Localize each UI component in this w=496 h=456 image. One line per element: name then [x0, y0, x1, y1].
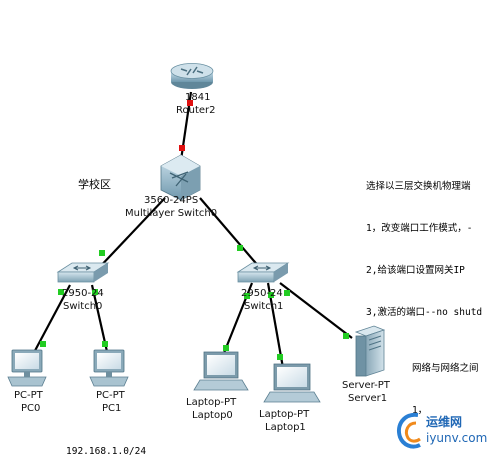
- network-notes: 网络与网络之间 1，: [412, 334, 479, 432]
- network-note-line: 1，: [412, 405, 428, 416]
- port-up-indicator: [92, 289, 98, 295]
- link-switch1-server1: [279, 282, 353, 339]
- port-up-indicator: [343, 333, 349, 339]
- config-note-line: 2,给该端口设置网关IP: [366, 265, 465, 276]
- link-mls-switch1: [199, 197, 261, 269]
- watermark-logo-icon: [397, 412, 421, 449]
- links: [29, 91, 353, 369]
- port-up-indicator: [284, 290, 290, 296]
- server1-icon[interactable]: [354, 325, 386, 377]
- port-up-indicator: [58, 289, 64, 295]
- multilayer-switch-icon[interactable]: [160, 154, 201, 201]
- port-down-indicator: [179, 145, 185, 151]
- pc1-name-label: PC1: [102, 403, 121, 414]
- network-note-line: 网络与网络之间: [412, 363, 479, 374]
- device-labels: 1841 Router2 3560-24PS Multilayer Switch…: [14, 92, 391, 433]
- laptop1-model-label: Laptop-PT: [259, 409, 310, 420]
- port-up-indicator: [277, 354, 283, 360]
- port-up-indicator: [40, 341, 46, 347]
- laptop0-model-label: Laptop-PT: [186, 397, 237, 408]
- port-down-indicator: [187, 100, 193, 106]
- config-note-line: 3,激活的端口--no shutd: [366, 307, 483, 318]
- watermark: 运维网 iyunv.com: [392, 405, 496, 453]
- zone-label: 学校区: [78, 178, 111, 191]
- router-name-label: Router2: [176, 105, 216, 116]
- switch0-model-label: 2950-24: [62, 288, 104, 299]
- link-switch0-pc0: [29, 284, 71, 361]
- server1-model-label: Server-PT: [342, 380, 391, 391]
- laptop0-name-label: Laptop0: [192, 410, 233, 421]
- pc1-model-label: PC-PT: [96, 390, 126, 401]
- server1-name-label: Server1: [348, 393, 387, 404]
- port-up-indicator: [99, 250, 105, 256]
- switch1-icon[interactable]: [236, 262, 290, 283]
- mls-model-label: 3560-24PS: [144, 195, 198, 206]
- config-notes: 选择以三层交换机物理端 1，改变端口工作模式，- 2,给该端口设置网关IP 3,…: [366, 152, 482, 334]
- subnet-label: 192.168.1.0/24: [66, 446, 147, 456]
- switch0-icon[interactable]: [56, 262, 110, 283]
- port-indicators: [40, 100, 349, 360]
- laptop1-name-label: Laptop1: [265, 422, 306, 433]
- port-up-indicator: [237, 245, 243, 251]
- port-up-indicator: [244, 293, 250, 299]
- pc1-icon[interactable]: [89, 349, 129, 387]
- config-note-line: 1，改变端口工作模式，-: [366, 223, 473, 234]
- laptop0-icon[interactable]: [193, 351, 249, 391]
- link-mls-switch0: [94, 197, 166, 273]
- pc0-name-label: PC0: [21, 403, 40, 414]
- laptop1-icon[interactable]: [263, 363, 321, 403]
- router-icon[interactable]: [170, 63, 214, 90]
- pc0-model-label: PC-PT: [14, 390, 44, 401]
- watermark-title: 运维网: [426, 415, 463, 429]
- switch1-model-label: 2950-24: [241, 288, 283, 299]
- config-note-line: 选择以三层交换机物理端: [366, 181, 471, 192]
- switch1-name-label: Switch1: [244, 301, 283, 312]
- switch0-name-label: Switch0: [63, 301, 102, 312]
- watermark-domain: iyunv.com: [426, 431, 488, 445]
- port-up-indicator: [223, 345, 229, 351]
- pc0-icon[interactable]: [7, 349, 47, 387]
- port-up-indicator: [268, 292, 274, 298]
- mls-name-label: Multilayer Switch0: [125, 208, 217, 219]
- port-up-indicator: [102, 341, 108, 347]
- router-model-label: 1841: [185, 92, 210, 103]
